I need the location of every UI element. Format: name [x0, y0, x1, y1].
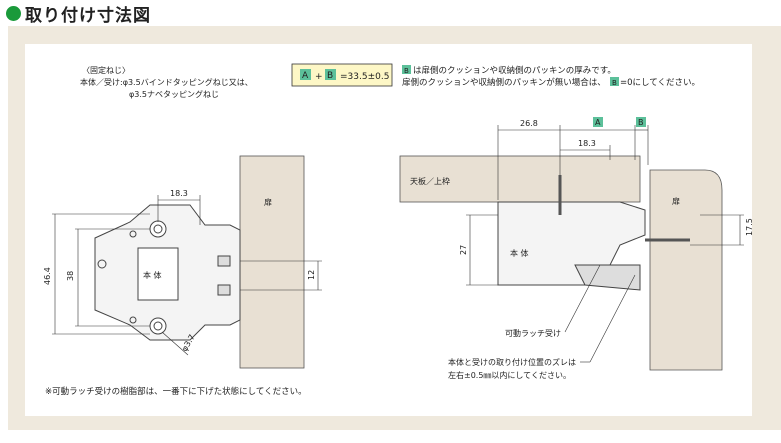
- svg-text:B: B: [327, 71, 333, 81]
- svg-text:27: 27: [459, 245, 468, 255]
- svg-text:18.3: 18.3: [578, 139, 596, 148]
- latch-body-right: [497, 201, 646, 286]
- svg-text:B: B: [638, 118, 644, 127]
- svg-text:A: A: [595, 118, 601, 127]
- top-board: [399, 155, 641, 203]
- svg-text:=33.5±0.5: =33.5±0.5: [340, 72, 389, 82]
- section-title: 取り付け寸法図: [6, 2, 151, 26]
- screw-line1: 本体／受け:φ3.5バインドタッピングねじ又は、: [80, 77, 253, 87]
- svg-text:17.5: 17.5: [745, 218, 754, 236]
- svg-text:12: 12: [307, 270, 316, 280]
- svg-text:左右±0.5㎜以内にしてください。: 左右±0.5㎜以内にしてください。: [448, 370, 571, 380]
- svg-text:26.8: 26.8: [520, 119, 538, 128]
- b-note-1: は扉側のクッションや収納側のパッキンの厚みです。: [413, 65, 616, 76]
- bottom-note: ※可動ラッチ受けの樹脂部は、一番下に下げた状態にしてください。: [45, 386, 307, 397]
- formula-box: A + B =33.5±0.5: [291, 63, 393, 87]
- latch-label: 可動ラッチ受け: [505, 328, 561, 338]
- svg-text:B: B: [612, 79, 617, 87]
- b-tag: [402, 65, 411, 74]
- svg-text:扉: 扉: [264, 197, 272, 207]
- screw-line2: φ3.5ナベタッピングねじ: [129, 89, 219, 99]
- door-panel-left: [239, 155, 305, 369]
- svg-text:38: 38: [66, 271, 75, 281]
- dim-18-3-left: 18.3: [170, 189, 188, 198]
- svg-text:天板／上枠: 天板／上枠: [410, 176, 450, 186]
- svg-text:扉: 扉: [672, 196, 680, 206]
- svg-text:A: A: [302, 71, 309, 81]
- bullet-icon: [6, 5, 21, 21]
- svg-text:=0にしてください。: =0にしてください。: [620, 78, 700, 88]
- svg-text:+: +: [315, 72, 323, 82]
- door-panel-right: [649, 169, 723, 371]
- svg-text:本 体: 本 体: [510, 248, 529, 258]
- svg-text:B: B: [404, 67, 409, 75]
- svg-text:本 体: 本 体: [143, 270, 162, 280]
- screw-heading: 〈固定ねじ〉: [82, 65, 130, 75]
- svg-text:46.4: 46.4: [43, 267, 52, 285]
- b-note-2: 扉側のクッションや収納側のパッキンが無い場合は、: [402, 77, 606, 88]
- svg-text:本体と受けの取り付け位置のズレは: 本体と受けの取り付け位置のズレは: [448, 357, 576, 367]
